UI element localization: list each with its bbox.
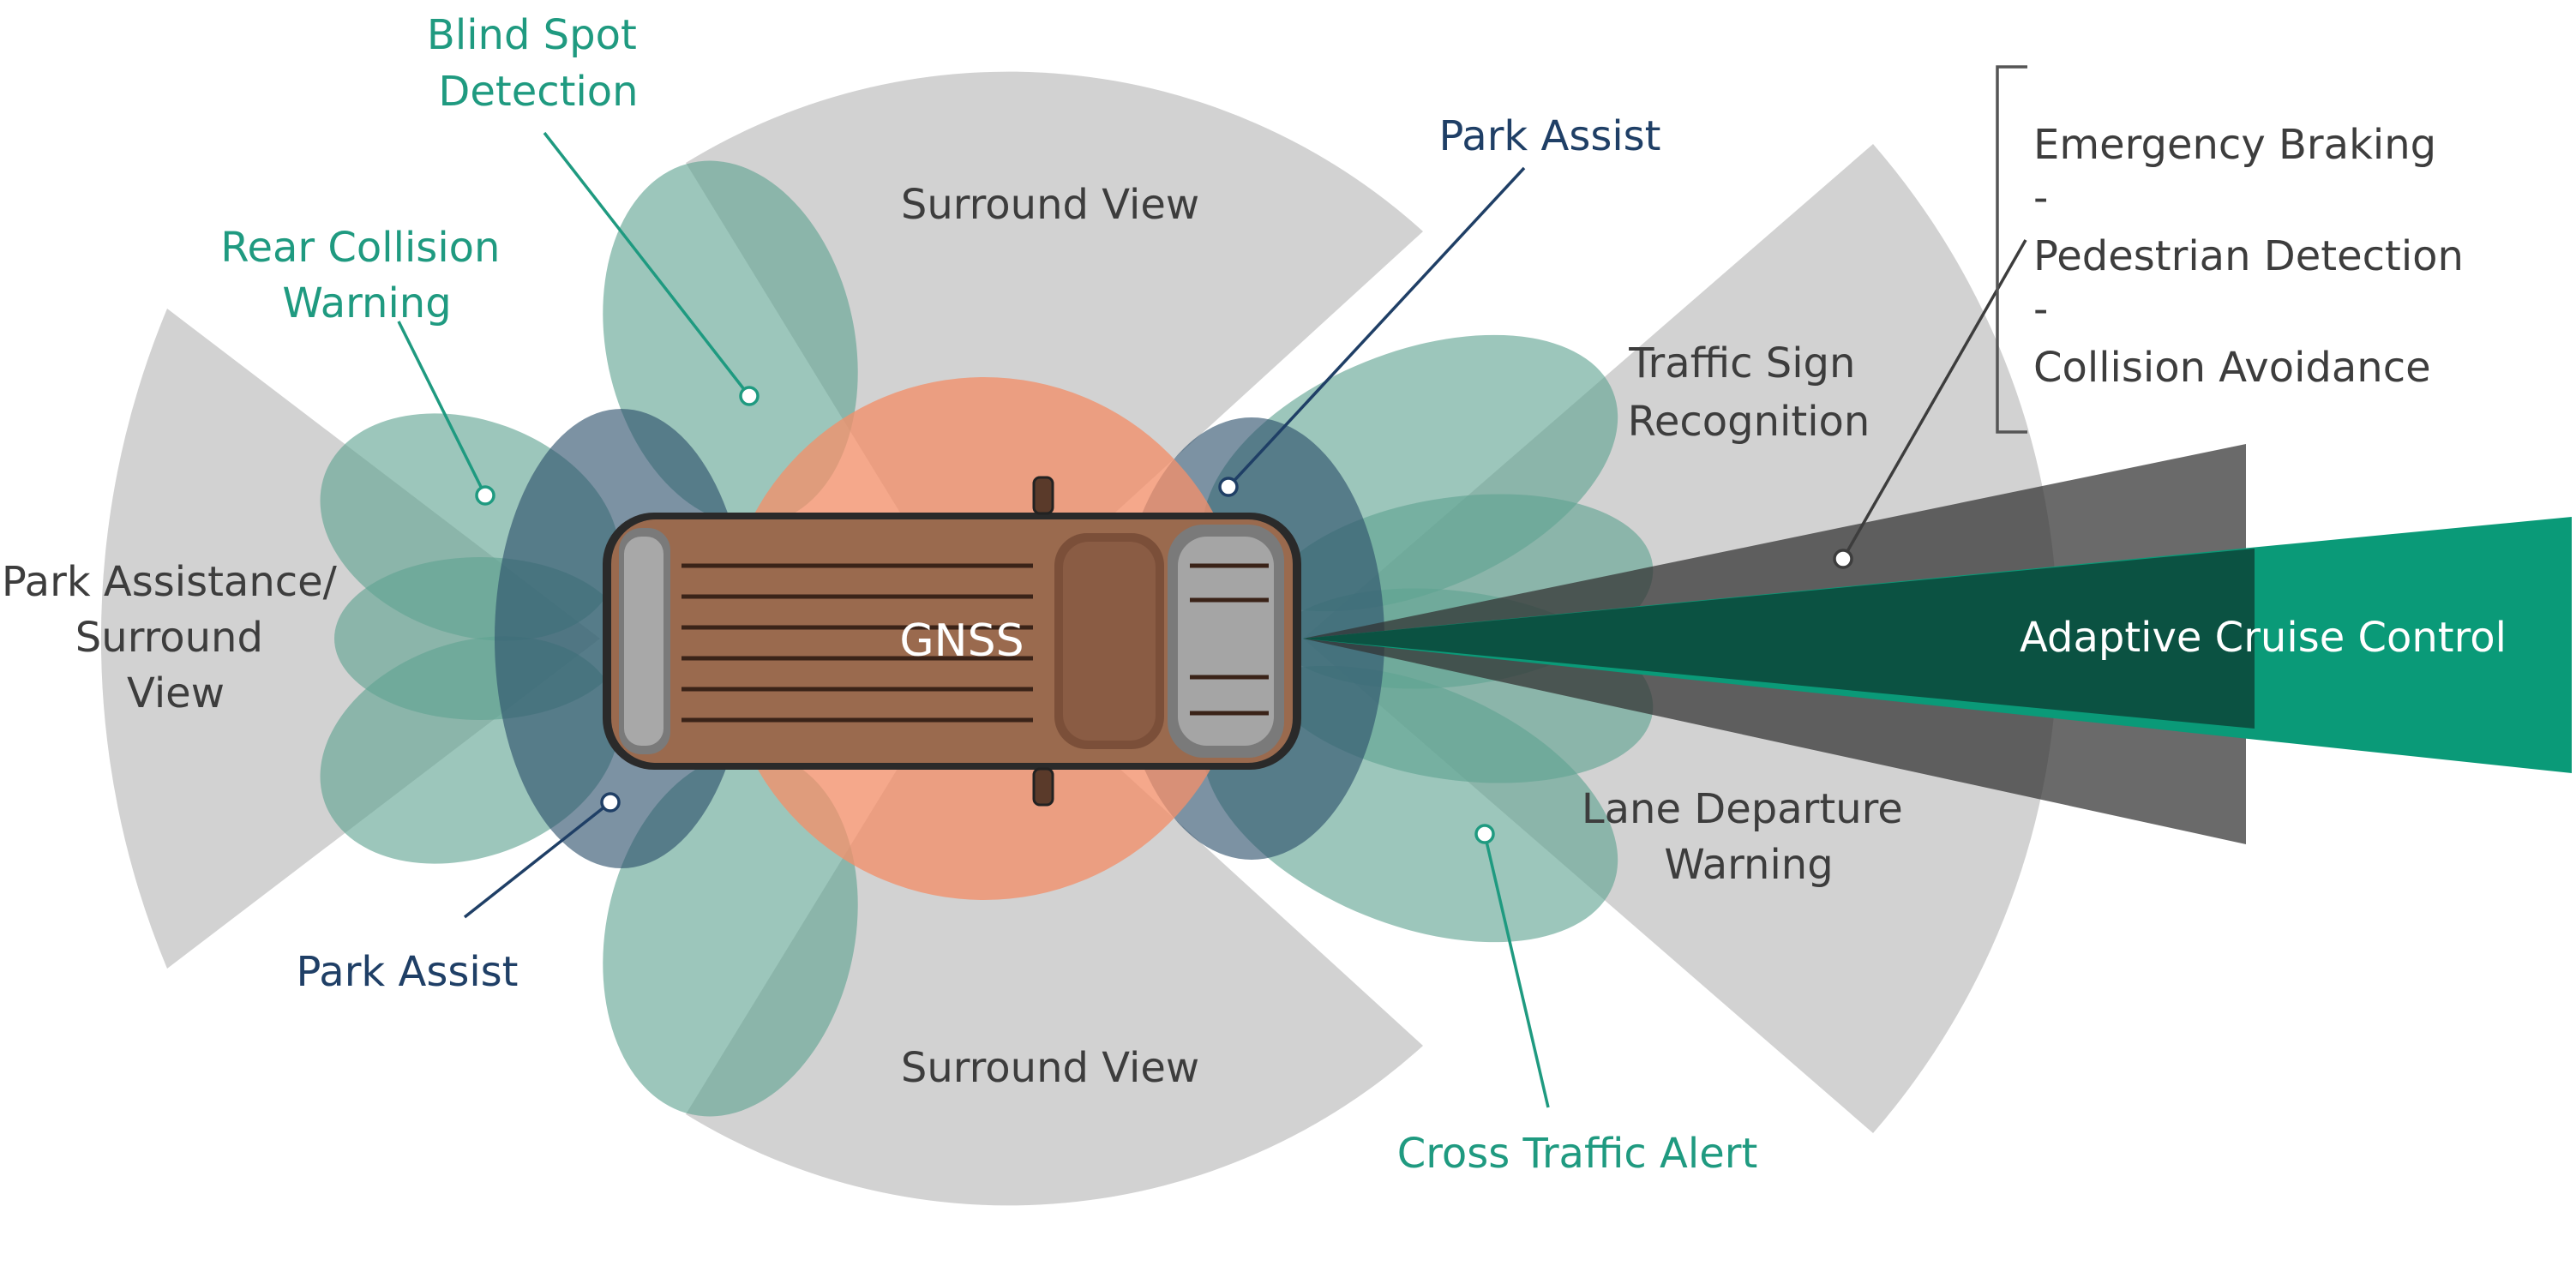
label-park-assist-rear: Park Assist bbox=[296, 948, 518, 996]
dot-park-assist-front bbox=[1218, 477, 1239, 497]
label-front-camera-functions: Emergency Braking - Pedestrian Detection… bbox=[2033, 121, 2477, 392]
label-adaptive-cruise: Adaptive Cruise Control bbox=[2020, 614, 2507, 662]
label-park-assistance-line3: View bbox=[127, 669, 225, 717]
label-traffic-sign: Traffic Sign Recognition bbox=[1628, 339, 1870, 446]
dot-park-assist-rear bbox=[600, 792, 621, 813]
leader-park-assist-rear bbox=[463, 801, 612, 919]
leader-cross-traffic bbox=[1483, 833, 1550, 1108]
label-surround-view-top: Surround View bbox=[901, 181, 1199, 229]
label-collision-avoidance: Collision Avoidance bbox=[2033, 344, 2431, 392]
dot-blind-spot bbox=[739, 386, 760, 406]
label-surround-view-bottom: Surround View bbox=[901, 1044, 1199, 1092]
label-gnss: GNSS bbox=[899, 615, 1024, 667]
label-blind-spot-line1: Blind Spot bbox=[427, 11, 637, 59]
label-park-assist-front: Park Assist bbox=[1438, 112, 1660, 160]
dot-rear-collision bbox=[475, 485, 495, 506]
leader-front-camera bbox=[1841, 239, 2027, 560]
label-park-assistance-surround: Park Assistance/ Surround View bbox=[2, 558, 350, 717]
dot-cross-traffic bbox=[1474, 824, 1495, 844]
label-lane-departure-line1: Lane Departure bbox=[1582, 785, 1903, 833]
label-cross-traffic: Cross Traffic Alert bbox=[1397, 1130, 1758, 1178]
leader-rear-collision bbox=[397, 321, 487, 496]
bottom-surround-sector bbox=[686, 639, 1423, 1206]
front-camera-bracket bbox=[1996, 65, 2027, 434]
label-rear-collision: Rear Collision Warning bbox=[220, 224, 513, 327]
adaptive-cruise-beam-shadow bbox=[1303, 549, 2255, 729]
label-separator-1: - bbox=[2033, 174, 2048, 222]
label-separator-2: - bbox=[2033, 285, 2048, 333]
leader-park-assist-front bbox=[1227, 166, 1526, 489]
dot-front-camera bbox=[1833, 549, 1853, 569]
car-icon bbox=[603, 476, 1301, 807]
label-blind-spot-line2: Detection bbox=[438, 68, 638, 116]
leader-blind-spot bbox=[543, 131, 751, 398]
label-pedestrian-detection: Pedestrian Detection bbox=[2033, 232, 2464, 280]
label-emergency-braking: Emergency Braking bbox=[2033, 121, 2436, 169]
label-park-assistance-line1: Park Assistance/ bbox=[2, 558, 338, 606]
label-lane-departure-line2: Warning bbox=[1664, 841, 1833, 889]
label-rear-collision-line1: Rear Collision bbox=[220, 224, 500, 272]
label-rear-collision-line2: Warning bbox=[282, 279, 451, 327]
label-park-assistance-line2: Surround bbox=[75, 614, 263, 662]
label-traffic-sign-line1: Traffic Sign bbox=[1628, 339, 1855, 387]
top-surround-sector bbox=[686, 71, 1423, 639]
label-traffic-sign-line2: Recognition bbox=[1628, 398, 1870, 446]
label-blind-spot: Blind Spot Detection bbox=[427, 11, 650, 116]
label-lane-departure: Lane Departure Warning bbox=[1582, 785, 1916, 889]
